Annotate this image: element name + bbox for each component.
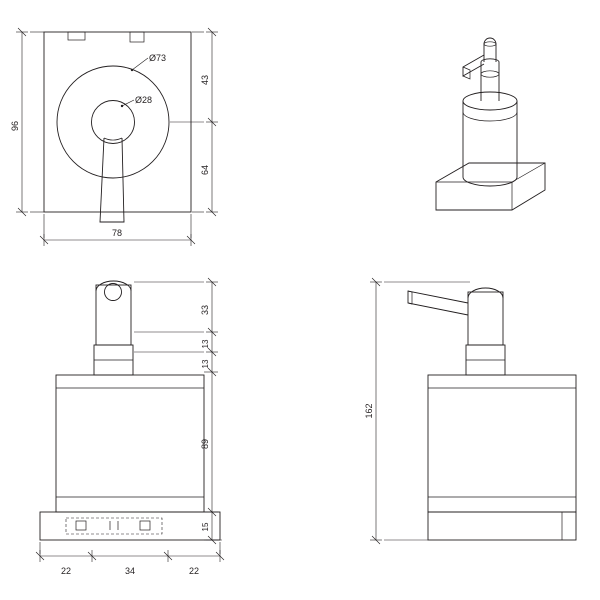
dim-label-78: 78 (112, 228, 122, 238)
front-dispenser-view (39, 280, 221, 541)
dimension-plate-height: 96 (10, 27, 44, 217)
dimension-plate-segments: 43 64 (170, 27, 218, 217)
dim-label-diameter-28: Ø28 (135, 95, 152, 105)
dim-label-96: 96 (10, 121, 20, 131)
dimension-total-height: 162 (364, 277, 470, 545)
front-wall-plate-view (43, 31, 192, 223)
dim-label-43: 43 (200, 75, 210, 85)
dimension-dispenser-chain: 33 13 13 89 15 (134, 277, 222, 545)
dim-label-22-left: 22 (61, 566, 71, 576)
isometric-view (435, 37, 546, 211)
dim-label-22-right: 22 (189, 566, 199, 576)
dim-label-15: 15 (201, 522, 210, 531)
dim-label-89: 89 (200, 439, 210, 449)
dim-label-64: 64 (200, 165, 210, 175)
dim-label-13b: 13 (201, 359, 210, 368)
side-dispenser-view (407, 287, 577, 541)
dim-label-34: 34 (125, 566, 135, 576)
dimension-plate-width: 78 (39, 214, 196, 246)
dim-label-162: 162 (364, 403, 374, 418)
dim-label-diameter-73: Ø73 (149, 53, 166, 63)
dim-label-33: 33 (200, 305, 210, 315)
dim-label-13a: 13 (201, 339, 210, 348)
dimension-base-widths: 22 34 22 (35, 542, 225, 576)
